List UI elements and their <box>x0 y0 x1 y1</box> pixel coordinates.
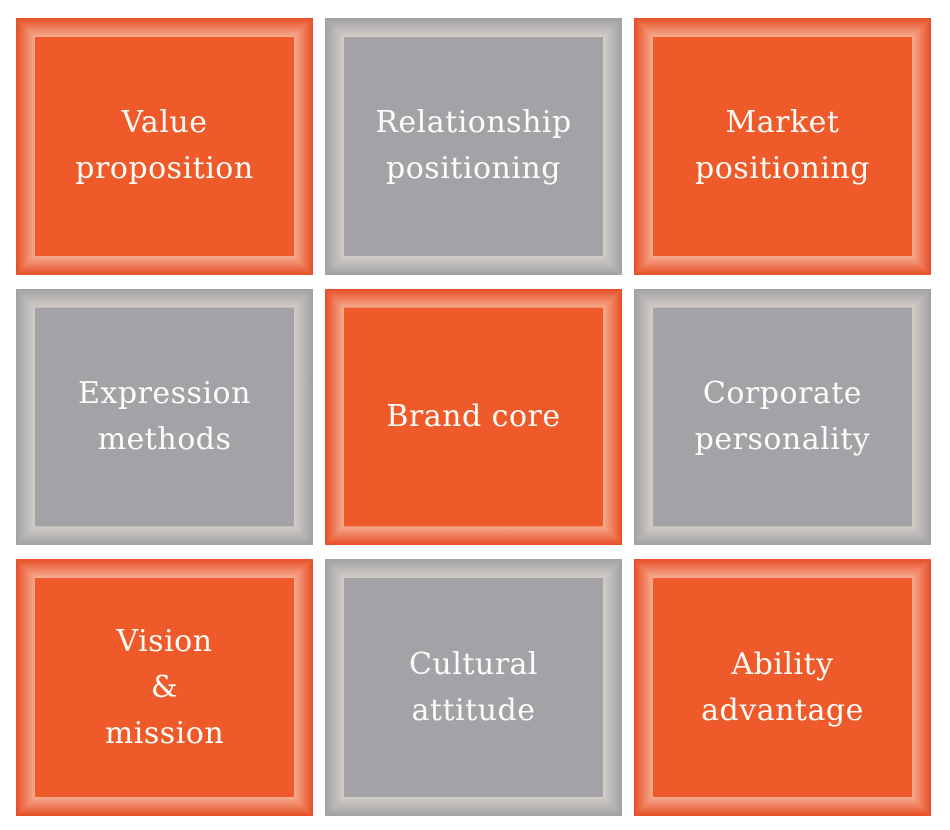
bevel-right-edge <box>912 289 931 546</box>
bevel-left-edge <box>634 289 653 546</box>
bevel-bottom-edge <box>325 256 622 275</box>
tile-cultural-attitude: Cultural attitude <box>325 559 622 816</box>
tile-label: Cultural attitude <box>408 646 539 728</box>
bevel-top-edge <box>16 559 313 578</box>
tile-label: Expression methods <box>78 375 251 457</box>
tile-vision-mission: Vision & mission <box>16 559 313 816</box>
bevel-right-edge <box>294 289 313 546</box>
bevel-bottom-edge <box>16 526 313 545</box>
bevel-top-edge <box>16 289 313 308</box>
bevel-top-edge <box>325 18 622 37</box>
bevel-right-edge <box>603 18 622 275</box>
tile-label: Relationship positioning <box>375 105 572 187</box>
tile-label: Brand core <box>386 398 561 434</box>
tile-label: Market positioning <box>695 105 870 187</box>
bevel-left-edge <box>325 18 344 275</box>
tile-ability-advantage: Ability advantage <box>634 559 931 816</box>
bevel-bottom-edge <box>325 797 622 816</box>
bevel-right-edge <box>603 289 622 546</box>
tile-label: Value proposition <box>75 105 254 187</box>
tile-relationship-positioning: Relationship positioning <box>325 18 622 275</box>
bevel-top-edge <box>325 289 622 308</box>
bevel-top-edge <box>16 18 313 37</box>
tile-brand-core: Brand core <box>325 288 622 546</box>
bevel-right-edge <box>912 18 931 275</box>
bevel-top-edge <box>325 559 622 578</box>
bevel-bottom-edge <box>16 797 313 816</box>
bevel-left-edge <box>16 559 35 816</box>
bevel-right-edge <box>294 18 313 275</box>
tile-label: Corporate personality <box>694 375 871 457</box>
bevel-right-edge <box>294 559 313 816</box>
tile-market-positioning: Market positioning <box>634 18 931 275</box>
bevel-left-edge <box>634 559 653 816</box>
bevel-left-edge <box>16 289 35 546</box>
bevel-left-edge <box>16 18 35 275</box>
bevel-top-edge <box>634 559 931 578</box>
tile-label: Vision & mission <box>104 623 225 751</box>
bevel-bottom-edge <box>634 797 931 816</box>
bevel-left-edge <box>325 289 344 546</box>
tile-corporate-personality: Corporate personality <box>634 288 931 546</box>
bevel-right-edge <box>912 559 931 816</box>
tile-expression-methods: Expression methods <box>16 288 313 546</box>
bevel-left-edge <box>325 559 344 816</box>
bevel-bottom-edge <box>634 256 931 275</box>
bevel-bottom-edge <box>634 526 931 545</box>
bevel-top-edge <box>634 289 931 308</box>
bevel-bottom-edge <box>16 256 313 275</box>
tile-label: Ability advantage <box>701 646 864 728</box>
bevel-left-edge <box>634 18 653 275</box>
tile-value-proposition: Value proposition <box>16 18 313 275</box>
bevel-right-edge <box>603 559 622 816</box>
bevel-bottom-edge <box>325 526 622 545</box>
bevel-top-edge <box>634 18 931 37</box>
